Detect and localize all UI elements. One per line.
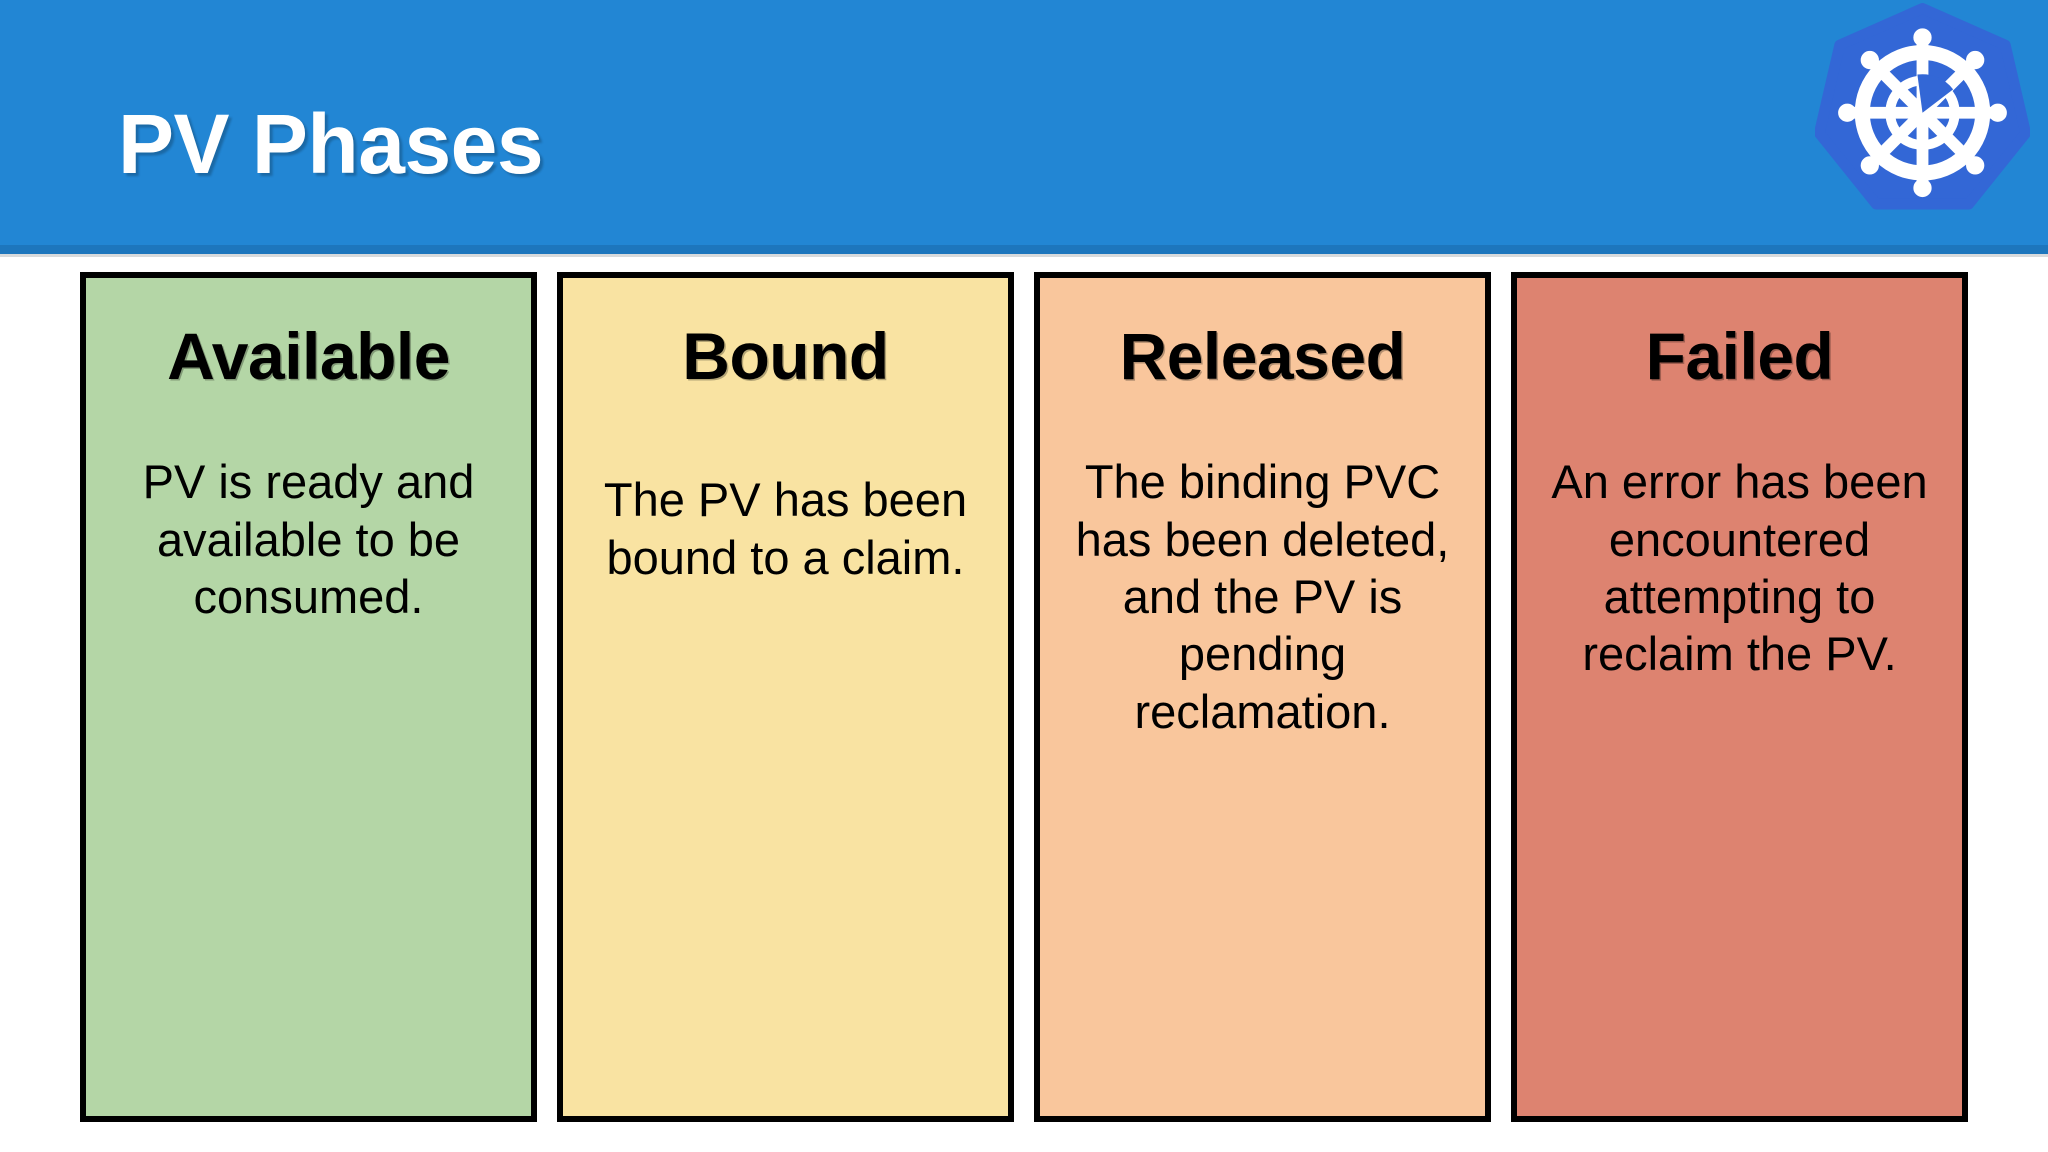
kubernetes-logo-icon [1813,2,2032,217]
phase-card-description: The binding PVC has been deleted, and th… [1075,455,1450,738]
phase-card-title: Bound [682,319,889,393]
pv-phase-cards-row: Available PV is ready and available to b… [0,272,2048,1122]
header-drop-shadow [0,254,2048,257]
slide-header-bar [0,0,2048,245]
header-underline-rule [0,245,2048,254]
phase-card-description: The PV has been bound to a claim. [603,473,968,584]
phase-card-available[interactable]: Available PV is ready and available to b… [80,272,537,1122]
phase-card-title: Released [1119,319,1406,393]
phase-card-failed[interactable]: Failed An error has been encountered att… [1511,272,1968,1122]
phase-card-description: An error has been encountered attempting… [1551,455,1928,681]
phase-card-title: Failed [1645,319,1834,393]
phase-card-title: Available [167,319,450,393]
phase-card-bound[interactable]: Bound The PV has been bound to a claim. [557,272,1014,1122]
phase-card-released[interactable]: Released The binding PVC has been delete… [1034,272,1491,1122]
page-title: PV Phases [118,97,544,191]
phase-card-description: PV is ready and available to be consumed… [142,455,475,623]
